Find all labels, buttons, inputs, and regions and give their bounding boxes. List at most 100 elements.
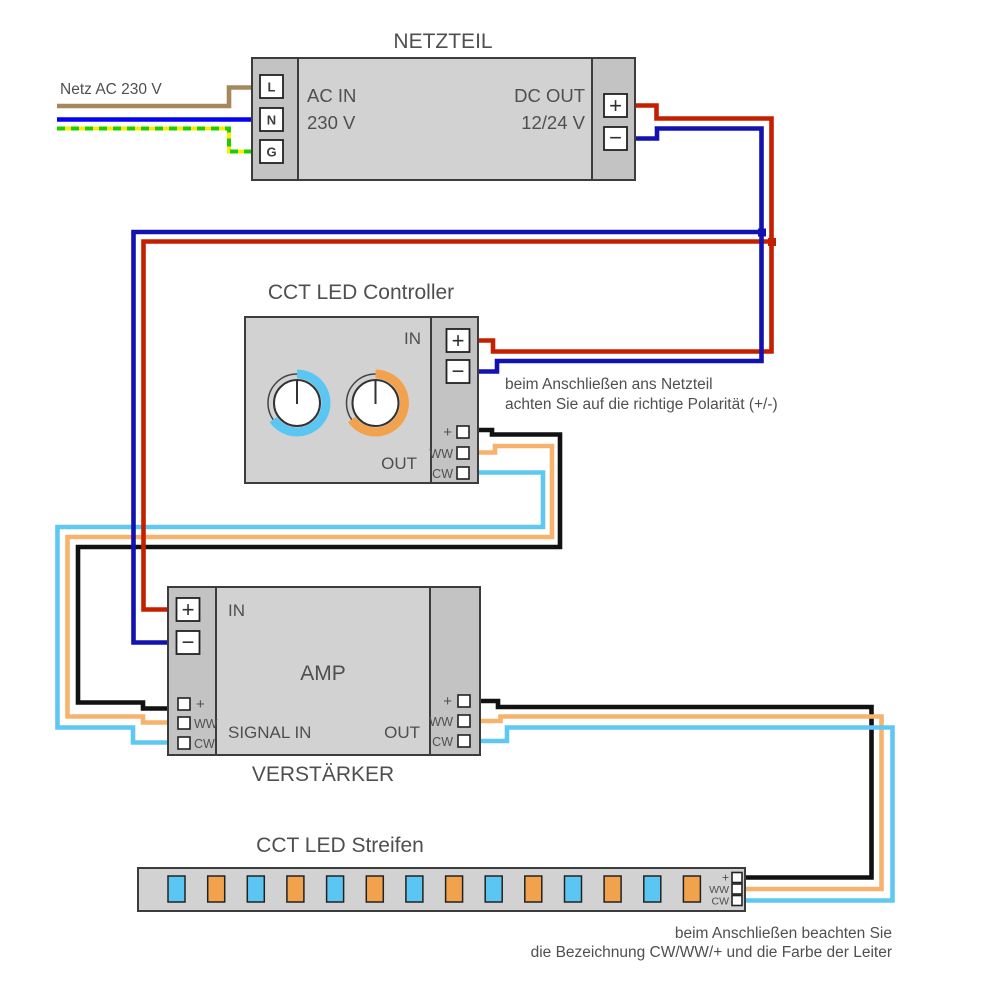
led-segment bbox=[325, 875, 345, 903]
controller-out-plus bbox=[456, 425, 470, 439]
knob-warm-white-arc bbox=[348, 369, 409, 437]
amp-signal-plus-label: + bbox=[196, 696, 205, 713]
netzteil-title: NETZTEIL bbox=[393, 30, 492, 53]
terminal-dc-minus-glyph: − bbox=[609, 125, 622, 150]
amp-in-label: IN bbox=[228, 601, 245, 620]
controller-out-label: OUT bbox=[381, 454, 417, 473]
strip-note-line1: beim Anschließen beachten Sie bbox=[675, 925, 892, 942]
knob-cold-white-arc bbox=[269, 369, 331, 437]
amp-out-cw-label: CW bbox=[432, 735, 453, 749]
amp-out-ww-label: WW bbox=[429, 715, 453, 729]
led-segment bbox=[365, 875, 385, 903]
amp-out-ww bbox=[457, 714, 471, 728]
led-segment bbox=[603, 875, 622, 903]
polarity-note-line2: achten Sie auf die richtige Polarität (+… bbox=[505, 396, 778, 413]
wire-out-ww-orange bbox=[470, 714, 884, 892]
netzteil-box: L N G AC IN 230 V DC OUT 12/24 V + − bbox=[251, 57, 636, 181]
amp-signal-ww bbox=[177, 716, 191, 730]
strip-cw-label: CW bbox=[712, 896, 730, 908]
controller-in-minus bbox=[445, 359, 471, 384]
amp-signal-plus bbox=[177, 697, 191, 711]
junction-dot-navy bbox=[758, 228, 766, 237]
controller-in-minus-glyph: − bbox=[452, 359, 465, 384]
wire-out-cw-sky bbox=[470, 725, 895, 903]
wire-mains-g-green-dashes bbox=[57, 126, 260, 154]
wire-signal-ww-orange bbox=[65, 443, 555, 725]
led-segment bbox=[563, 875, 583, 903]
controller-box: IN + − OUT + WW CW bbox=[244, 316, 479, 484]
led-segment bbox=[405, 875, 424, 903]
ac-in-label: AC IN bbox=[307, 85, 356, 106]
terminal-n bbox=[259, 107, 284, 132]
controller-out-ww bbox=[456, 446, 470, 460]
amp-signal-cw bbox=[177, 736, 191, 750]
polarity-note-line1: beim Anschließen ans Netzteil bbox=[505, 376, 713, 393]
terminal-g bbox=[259, 139, 284, 164]
wire-signal-cw-sky bbox=[55, 470, 546, 745]
led-segment bbox=[643, 875, 662, 903]
strip-ww-label: WW bbox=[709, 884, 729, 896]
strip-cw bbox=[731, 894, 743, 907]
dc-out-value: 12/24 V bbox=[521, 112, 585, 133]
controller-in-plus bbox=[445, 328, 471, 353]
amp-signal-ww-label: WW bbox=[194, 717, 218, 731]
led-segment bbox=[682, 875, 702, 903]
amp-out-cw bbox=[457, 734, 471, 748]
strip-note-line2: die Bezeichnung CW/WW/+ und die Farbe de… bbox=[531, 944, 892, 961]
led-segments bbox=[167, 875, 702, 903]
led-segment bbox=[286, 875, 305, 903]
knob-cold-white bbox=[267, 369, 331, 437]
terminal-l-label: L bbox=[268, 80, 276, 95]
netzteil-right-strip bbox=[592, 59, 634, 179]
mains-label: Netz AC 230 V bbox=[60, 81, 162, 98]
wire-signal-plus-black bbox=[75, 427, 563, 711]
amp-in-minus bbox=[175, 630, 201, 655]
terminal-dc-minus bbox=[603, 126, 628, 151]
amp-right-strip bbox=[430, 588, 479, 754]
wire-dc-minus-navy bbox=[469, 126, 764, 374]
ac-in-value: 230 V bbox=[307, 112, 356, 133]
controller-title: CCT LED Controller bbox=[268, 281, 454, 304]
controller-in-plus-glyph: + bbox=[452, 328, 465, 353]
amp-in-plus-glyph: + bbox=[182, 597, 195, 622]
strip-plus-label: + bbox=[722, 871, 729, 885]
terminal-n-label: N bbox=[267, 113, 276, 128]
junction-dot-red bbox=[768, 238, 776, 246]
controller-in-label: IN bbox=[404, 329, 421, 348]
controller-out-cw-label: CW bbox=[432, 467, 453, 481]
wire-dc-plus-red bbox=[469, 103, 774, 354]
terminal-l bbox=[259, 74, 284, 99]
controller-out-cw bbox=[456, 466, 470, 480]
wire-out-plus-black bbox=[470, 698, 874, 880]
strip-ww bbox=[731, 883, 743, 895]
amp-in-minus-glyph: − bbox=[182, 630, 195, 655]
amp-out-plus bbox=[457, 694, 471, 708]
led-segment bbox=[484, 875, 503, 903]
led-segment bbox=[444, 875, 464, 903]
led-segment bbox=[524, 875, 543, 903]
dc-out-label: DC OUT bbox=[514, 85, 585, 106]
led-strip: + WW CW bbox=[137, 867, 746, 912]
led-segment bbox=[206, 875, 226, 903]
amp-in-plus bbox=[175, 597, 201, 622]
led-segment bbox=[246, 875, 266, 903]
amp-signal-in-label: SIGNAL IN bbox=[228, 723, 311, 742]
amp-out-plus-label: + bbox=[443, 693, 452, 710]
terminal-g-label: G bbox=[266, 145, 276, 160]
terminal-dc-plus-glyph: + bbox=[609, 93, 622, 118]
knob-warm-white bbox=[345, 369, 409, 437]
terminal-dc-plus bbox=[603, 93, 628, 118]
wire-mains-l-brown bbox=[57, 85, 260, 109]
controller-out-ww-label: WW bbox=[429, 447, 453, 461]
amp-signal-cw-label: CW bbox=[194, 737, 215, 751]
wire-dc-plus-red-branch bbox=[141, 239, 772, 612]
amp-out-label: OUT bbox=[384, 723, 420, 742]
led-segment bbox=[167, 875, 186, 903]
strip-title: CCT LED Streifen bbox=[256, 834, 424, 857]
wire-dc-minus-navy-branch bbox=[131, 229, 762, 645]
amp-label: AMP bbox=[300, 662, 346, 685]
controller-out-plus-label: + bbox=[443, 424, 452, 441]
amp-box: IN + − AMP SIGNAL IN OUT + WW CW + WW CW bbox=[167, 586, 481, 756]
